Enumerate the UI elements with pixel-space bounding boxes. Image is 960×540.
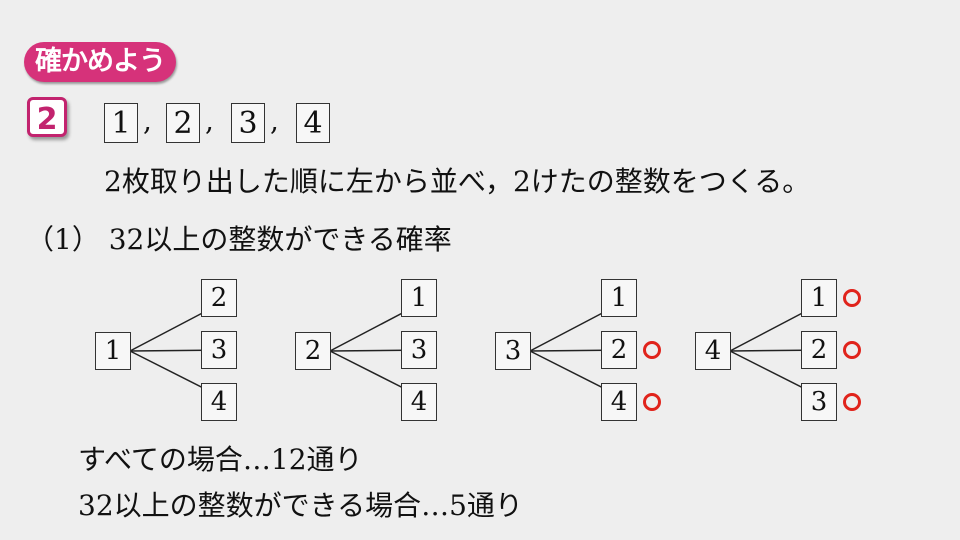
tree-child: 2 bbox=[801, 331, 837, 369]
instruction-text: 2枚取り出した順に左から並べ，2けたの整数をつくる。 bbox=[104, 165, 811, 198]
number-card: 2 bbox=[166, 103, 200, 143]
question-text: （1） 32以上の整数ができる確率 bbox=[26, 223, 452, 256]
tree-root: 4 bbox=[695, 332, 731, 370]
number-card: 3 bbox=[231, 103, 265, 143]
tree-child: 3 bbox=[401, 331, 437, 369]
tree-child: 4 bbox=[601, 383, 637, 421]
circle-mark-icon bbox=[643, 341, 661, 359]
problem-number: 2 bbox=[27, 97, 67, 137]
circle-mark-icon bbox=[643, 393, 661, 411]
tree-child: 3 bbox=[801, 383, 837, 421]
tree-child: 1 bbox=[401, 279, 437, 317]
tree-root: 3 bbox=[495, 332, 531, 370]
comma: , bbox=[270, 104, 279, 137]
summary-favorable: 32以上の整数ができる場合…5通り bbox=[78, 489, 523, 522]
tree-root: 2 bbox=[295, 332, 331, 370]
tree-child: 4 bbox=[401, 383, 437, 421]
tree-child: 2 bbox=[201, 279, 237, 317]
circle-mark-icon bbox=[843, 289, 861, 307]
tree-child: 3 bbox=[201, 331, 237, 369]
tree-root: 1 bbox=[95, 332, 131, 370]
comma: , bbox=[143, 104, 152, 137]
tree-child: 2 bbox=[601, 331, 637, 369]
circle-mark-icon bbox=[843, 341, 861, 359]
tree-child: 1 bbox=[801, 279, 837, 317]
comma: , bbox=[205, 104, 214, 137]
summary-total: すべての場合…12通り bbox=[78, 443, 363, 476]
circle-mark-icon bbox=[843, 393, 861, 411]
number-card: 4 bbox=[296, 103, 330, 143]
number-card: 1 bbox=[104, 103, 138, 143]
tree-child: 1 bbox=[601, 279, 637, 317]
tree-child: 4 bbox=[201, 383, 237, 421]
section-badge: 確かめよう bbox=[24, 42, 176, 82]
